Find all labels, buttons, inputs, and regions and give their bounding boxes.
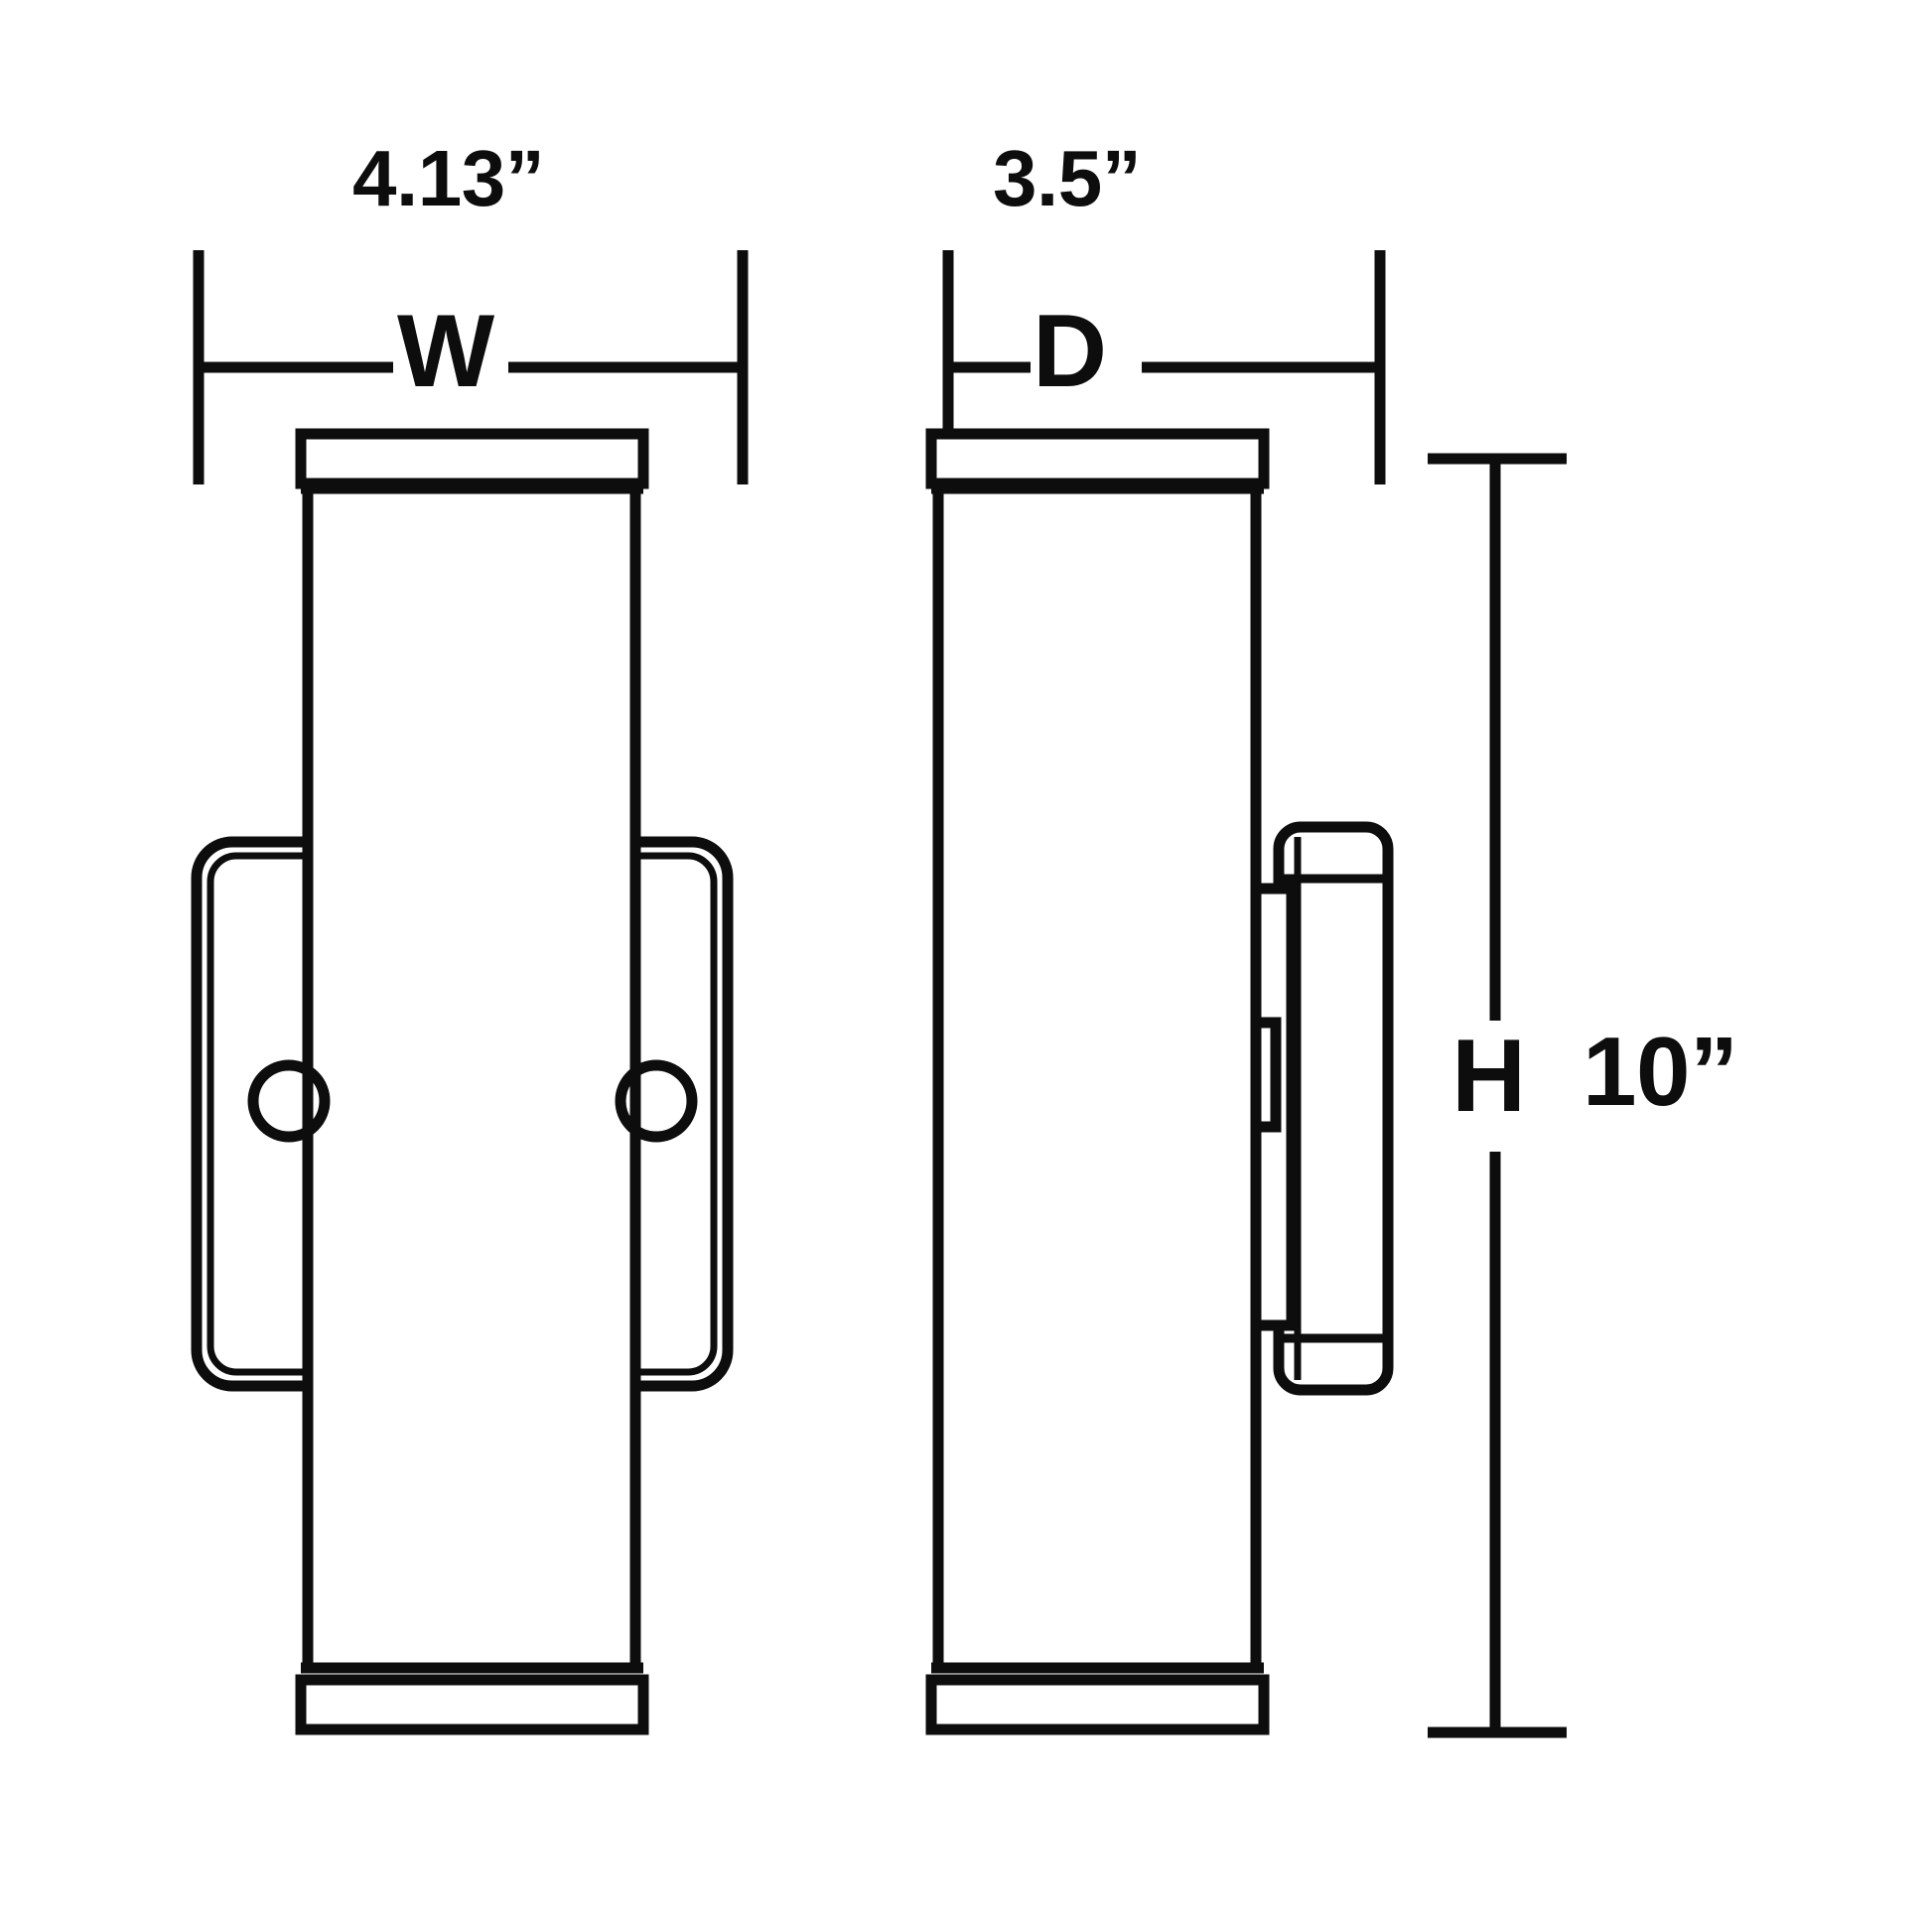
height-value-label: 10”	[1583, 1017, 1738, 1126]
depth-letter-label: D	[1033, 294, 1107, 409]
front-view-cylinder-body	[302, 483, 641, 1674]
side-view-bottom-cap	[925, 1662, 1270, 1735]
side-view-top-cap	[925, 428, 1270, 494]
front-view-top-cap	[295, 428, 649, 494]
height-dimension-line	[1428, 453, 1567, 1738]
front-view-left-screw-knob	[247, 1059, 331, 1143]
side-view-fixture	[925, 428, 1394, 1735]
front-view-fixture	[191, 428, 734, 1735]
width-value-label: 4.13”	[352, 134, 545, 222]
width-letter-label: W	[397, 294, 494, 409]
front-view-bottom-cap	[295, 1662, 649, 1735]
height-letter-label: H	[1451, 1019, 1526, 1134]
depth-value-label: 3.5”	[993, 134, 1142, 222]
width-dimension-line	[193, 250, 749, 484]
side-view-wall-plate	[1273, 821, 1394, 1396]
side-view-cylinder-body	[932, 483, 1262, 1674]
